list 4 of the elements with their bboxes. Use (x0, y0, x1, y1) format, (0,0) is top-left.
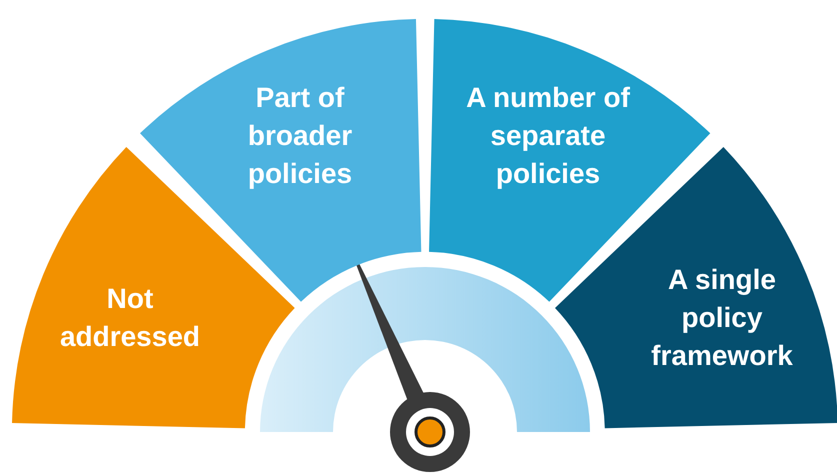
segment-label: Not addressed (58, 282, 202, 354)
segment-label: A single policy framework (650, 262, 794, 373)
segment-label: A number of separate policies (465, 80, 631, 191)
segment-label: Part of broader policies (246, 80, 354, 191)
